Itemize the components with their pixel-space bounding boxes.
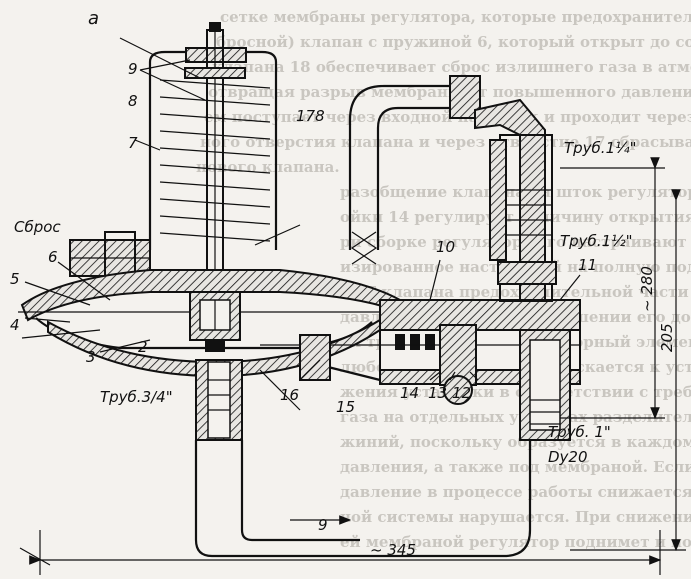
callout-8: 8 — [128, 92, 138, 110]
background-text-line: ей мембраной регулятор поднимет и подает… — [340, 533, 691, 551]
background-text-line: ОСТ клапана предохранительной части регу… — [340, 283, 691, 301]
callout-10: 10 — [436, 238, 455, 256]
background-text-line: клапана 18 обеспечивает сброс излишнего … — [212, 58, 691, 76]
callout-16: 16 — [280, 386, 299, 404]
dimension-lines — [19, 157, 686, 575]
background-text-line: жиний, поскольку образуется в каждом пол… — [340, 433, 691, 451]
label-pipe-34: Труб.3/4" — [100, 388, 173, 406]
inlet-pipe-34 — [194, 359, 360, 558]
background-text-line: сетке мембраны регулятора, которые предо… — [220, 8, 691, 26]
background-text-line: газа на отдельных участках разделительно… — [340, 408, 691, 426]
label-sbros: Сброс — [14, 218, 61, 236]
leader-lines — [21, 37, 581, 411]
callout-178: 178 — [296, 107, 325, 125]
callout-7: 7 — [128, 134, 138, 152]
callout-12: 12 — [452, 384, 471, 402]
dim-280: ~ 280 — [638, 266, 656, 312]
dim-205: 205 — [658, 323, 676, 352]
background-text-line: нового клапана. — [196, 158, 340, 176]
background-text-line: ойки 14 регулирует величину открытия кла… — [340, 208, 691, 226]
callout-6: 6 — [48, 248, 58, 266]
figure-letter: а — [88, 8, 99, 29]
background-text-line: бросной) клапан с пружиной 6, который от… — [216, 33, 691, 51]
dim-345: ~ 345 — [370, 541, 416, 559]
callout-15: 15 — [336, 398, 355, 416]
callout-5: 5 — [10, 270, 20, 288]
callout-2: 2 — [138, 338, 148, 356]
outlet-pipe-vertical — [474, 98, 557, 302]
background-text-line: давления, а также под мембраной. Если ра… — [340, 458, 691, 476]
relief-outlet — [69, 231, 151, 285]
label-pipe-1: Труб. 1" — [548, 423, 611, 441]
callout-14: 14 — [400, 384, 419, 402]
label-pipe-112: Труб.1½" — [560, 232, 633, 250]
background-text-line: ем поступает через входной патрубок и пр… — [204, 108, 691, 126]
callout-3: 3 — [86, 348, 96, 366]
outlet-pipe-1 — [360, 329, 571, 558]
background-text-line: ной системы нарушается. При снижении рас… — [340, 508, 691, 526]
background-text-line: ри сборке регулятора его настраивают на … — [340, 233, 691, 251]
flow-mark: 9 — [318, 516, 328, 534]
callout-4: 4 — [10, 316, 20, 334]
callout-13: 13 — [428, 384, 447, 402]
label-pipe-114: Труб.1¼" — [564, 139, 637, 157]
callout-9: 9 — [128, 60, 138, 78]
background-text-line: давление в процессе работы снижается, то… — [340, 483, 691, 501]
background-text-line: разобщение клапана на шток регулятора че… — [340, 183, 691, 201]
impulse-tube — [348, 75, 481, 265]
label-dy20: Dy20 — [548, 448, 588, 466]
background-text-line: жения установки в соответствии с требова… — [340, 383, 691, 401]
background-text-line: ного отверстия клапана и через отверстие… — [200, 133, 691, 151]
callout-11: 11 — [578, 256, 597, 274]
